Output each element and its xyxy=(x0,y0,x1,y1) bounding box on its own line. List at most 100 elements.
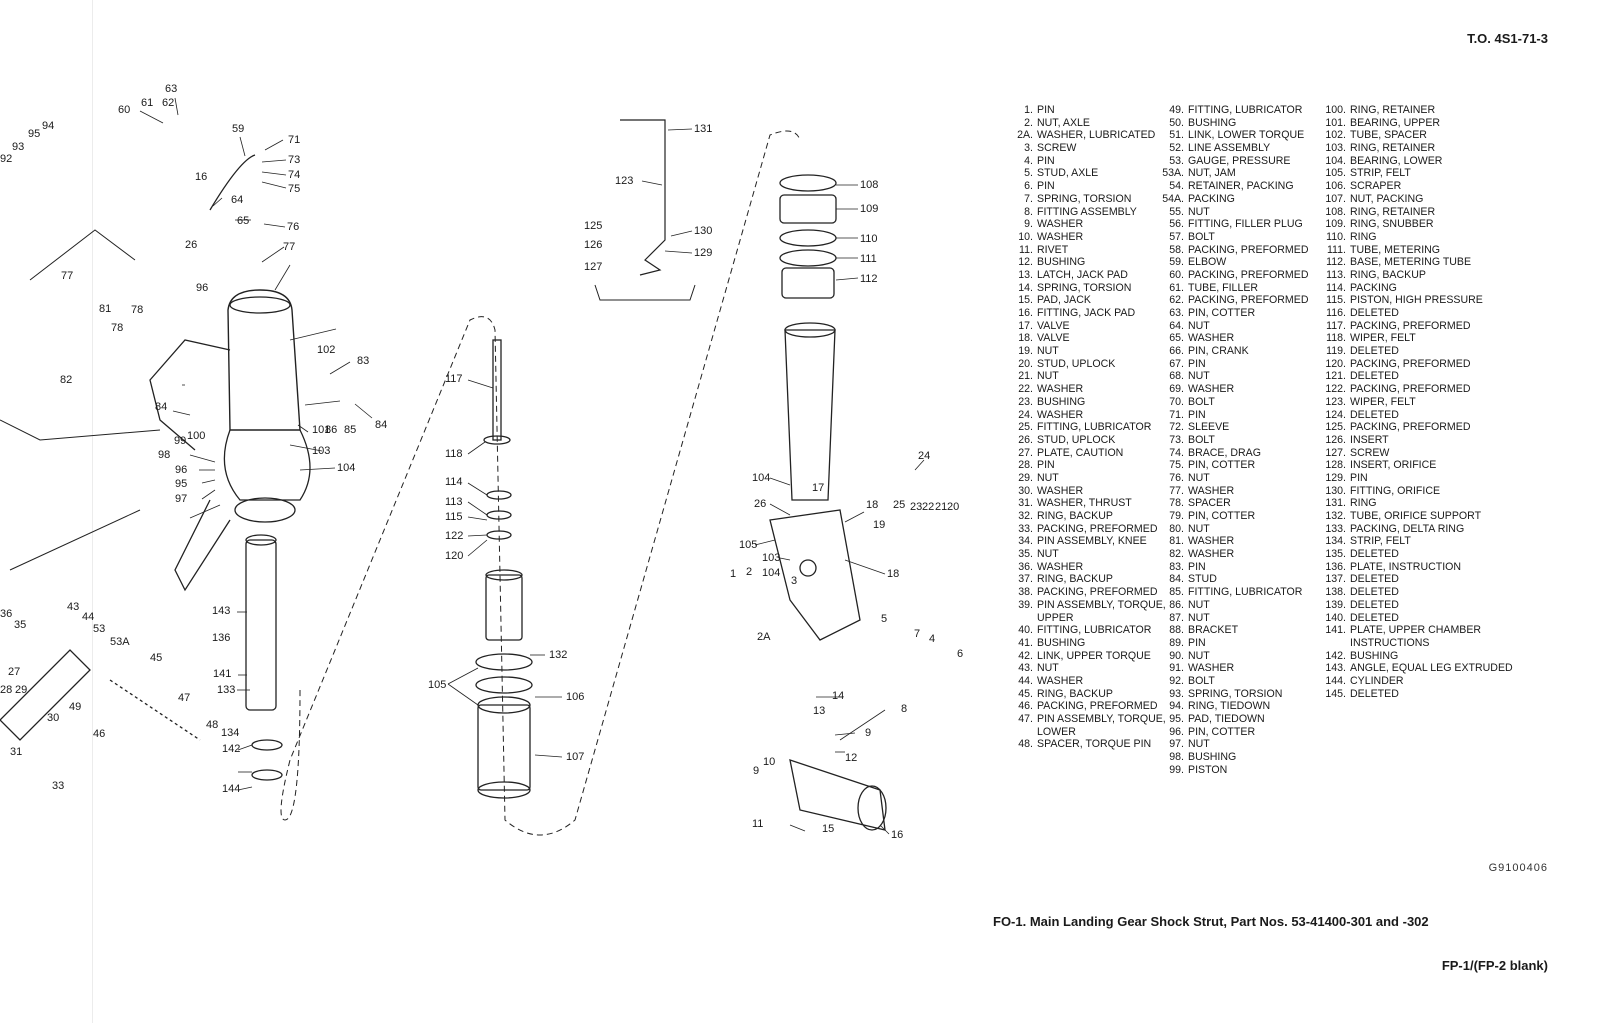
part-number: 100. xyxy=(1325,104,1346,116)
part-number: 70. xyxy=(1169,395,1184,408)
callout-34: 33 xyxy=(52,780,64,792)
parts-list-item: 95.PAD, TIEDOWN xyxy=(1157,713,1327,726)
callout-112: 118 xyxy=(445,448,463,460)
parts-list-item: 14.SPRING, TORSION xyxy=(1006,282,1176,295)
part-number: 120. xyxy=(1325,357,1346,370)
part-number: 119. xyxy=(1326,345,1346,358)
callout-110: 115 xyxy=(445,511,463,523)
part-name: GAUGE, PRESSURE xyxy=(1188,154,1291,167)
callout-44: 44 xyxy=(82,611,94,623)
parts-list-item: 12.BUSHING xyxy=(1006,256,1176,269)
part-number: 140. xyxy=(1325,611,1346,624)
callout-48: 48 xyxy=(206,719,218,731)
parts-list-item: 38.PACKING, PREFORMED xyxy=(1006,586,1176,599)
callout-28: 27 xyxy=(8,666,20,678)
part-number: 28. xyxy=(1018,459,1033,472)
part-number: 47. xyxy=(1018,713,1033,725)
callout-125: 131 xyxy=(694,123,712,135)
part-number: 138. xyxy=(1325,586,1346,599)
part-number: 86. xyxy=(1169,598,1184,611)
part-number: 88. xyxy=(1169,624,1184,637)
callout-58: 73 xyxy=(288,154,300,166)
callout-11: 11 xyxy=(752,818,763,830)
part-name: SPRING, TORSION xyxy=(1037,281,1132,294)
callout-82: 93 xyxy=(12,141,24,153)
callout-102: 107 xyxy=(566,751,584,763)
part-number: 24. xyxy=(1018,408,1033,421)
part-name: PIN, COTTER xyxy=(1188,307,1256,319)
parts-list-item: 52.LINE ASSEMBLY xyxy=(1157,142,1327,155)
parts-list-item: 113.RING, BACKUP xyxy=(1319,269,1519,282)
callout-22: 21 xyxy=(935,501,947,513)
part-name: BOLT xyxy=(1188,395,1215,408)
callout-93: 102 xyxy=(317,344,335,356)
callout-131: 142 xyxy=(222,743,240,755)
callout-94: 103 xyxy=(312,445,330,457)
callout-104: 109 xyxy=(860,203,878,215)
parts-list-item: 75.PIN, COTTER xyxy=(1157,459,1327,472)
callout-27: 26 xyxy=(185,239,197,251)
part-name: WASHER, THRUST xyxy=(1037,497,1132,510)
callout-62: 77 xyxy=(283,241,295,253)
callout-18: 17 xyxy=(812,482,824,494)
callout-55: 64 xyxy=(231,194,243,206)
part-name: PLATE, INSTRUCTION xyxy=(1350,560,1462,573)
part-number: 58. xyxy=(1169,243,1184,256)
part-number: 118. xyxy=(1326,332,1346,345)
callout-14: 14 xyxy=(832,690,844,702)
part-name: DELETED xyxy=(1350,370,1399,383)
parts-list-item: 5.STUD, AXLE xyxy=(1006,167,1176,180)
part-name: NUT xyxy=(1188,598,1210,611)
part-number: 2. xyxy=(1024,116,1033,129)
parts-list-item: 65.WASHER xyxy=(1157,332,1327,345)
part-name: INSTRUCTIONS xyxy=(1350,636,1430,649)
part-name: BASE, METERING TUBE xyxy=(1350,256,1472,269)
part-number: 117. xyxy=(1326,319,1346,332)
parts-list-item: 88.BRACKET xyxy=(1157,624,1327,637)
part-name: FITTING, ORIFICE xyxy=(1350,484,1441,497)
part-number: 83. xyxy=(1169,560,1184,573)
part-number: 39. xyxy=(1018,598,1033,611)
part-name: DELETED xyxy=(1350,611,1399,624)
callout-90: 99 xyxy=(174,435,186,447)
callout-126: 132 xyxy=(549,649,567,661)
part-name: PIN ASSEMBLY, KNEE xyxy=(1037,535,1147,548)
part-number: 64. xyxy=(1169,319,1184,332)
callout-117: 125 xyxy=(584,220,602,232)
part-name: TUBE, SPACER xyxy=(1350,129,1427,142)
part-name: VALVE xyxy=(1037,332,1070,345)
part-name: RING, SNUBBER xyxy=(1350,218,1434,231)
part-name: SPACER xyxy=(1188,497,1231,510)
part-name: PACKING, DELTA RING xyxy=(1350,522,1465,535)
part-name: NUT xyxy=(1188,370,1210,383)
part-name: BUSHING xyxy=(1037,395,1086,408)
part-number: 56. xyxy=(1169,218,1184,231)
part-number: 79. xyxy=(1169,510,1184,522)
parts-list-item: 68. NUT xyxy=(1157,370,1327,383)
callout-73: 78 xyxy=(131,304,143,316)
parts-list-item: 15.PAD, JACK xyxy=(1006,294,1176,307)
part-name: STUD xyxy=(1188,573,1217,586)
callout-20: 19 xyxy=(873,519,885,531)
parts-list-item: 1.PIN xyxy=(1006,104,1176,117)
part-number: 71. xyxy=(1169,408,1184,421)
parts-list-item: 76.NUT xyxy=(1157,472,1327,485)
parts-list-item: 45.RING, BACKUP xyxy=(1006,688,1176,701)
parts-list-item: 7.SPRING, TORSION xyxy=(1006,193,1176,206)
part-name: SCREW xyxy=(1350,446,1390,459)
part-number: 132. xyxy=(1325,510,1346,522)
part-name: RING, BACKUP xyxy=(1350,268,1426,281)
parts-list-item: 125.PACKING, PREFORMED xyxy=(1319,421,1519,434)
part-number: 72. xyxy=(1169,421,1184,434)
part-number: 36. xyxy=(1018,560,1033,573)
part-name: BEARING, UPPER xyxy=(1350,116,1441,129)
callout-43: 43 xyxy=(67,601,79,613)
parts-list-item: UPPER xyxy=(1006,612,1176,625)
part-number: 89. xyxy=(1169,636,1184,649)
callout-3: 3 xyxy=(791,575,797,587)
parts-list-item: 9.WASHER xyxy=(1006,218,1176,231)
part-number: 68. xyxy=(1169,370,1184,383)
part-number: 55. xyxy=(1169,205,1184,218)
part-name: FITTING, LUBRICATOR xyxy=(1037,421,1152,434)
